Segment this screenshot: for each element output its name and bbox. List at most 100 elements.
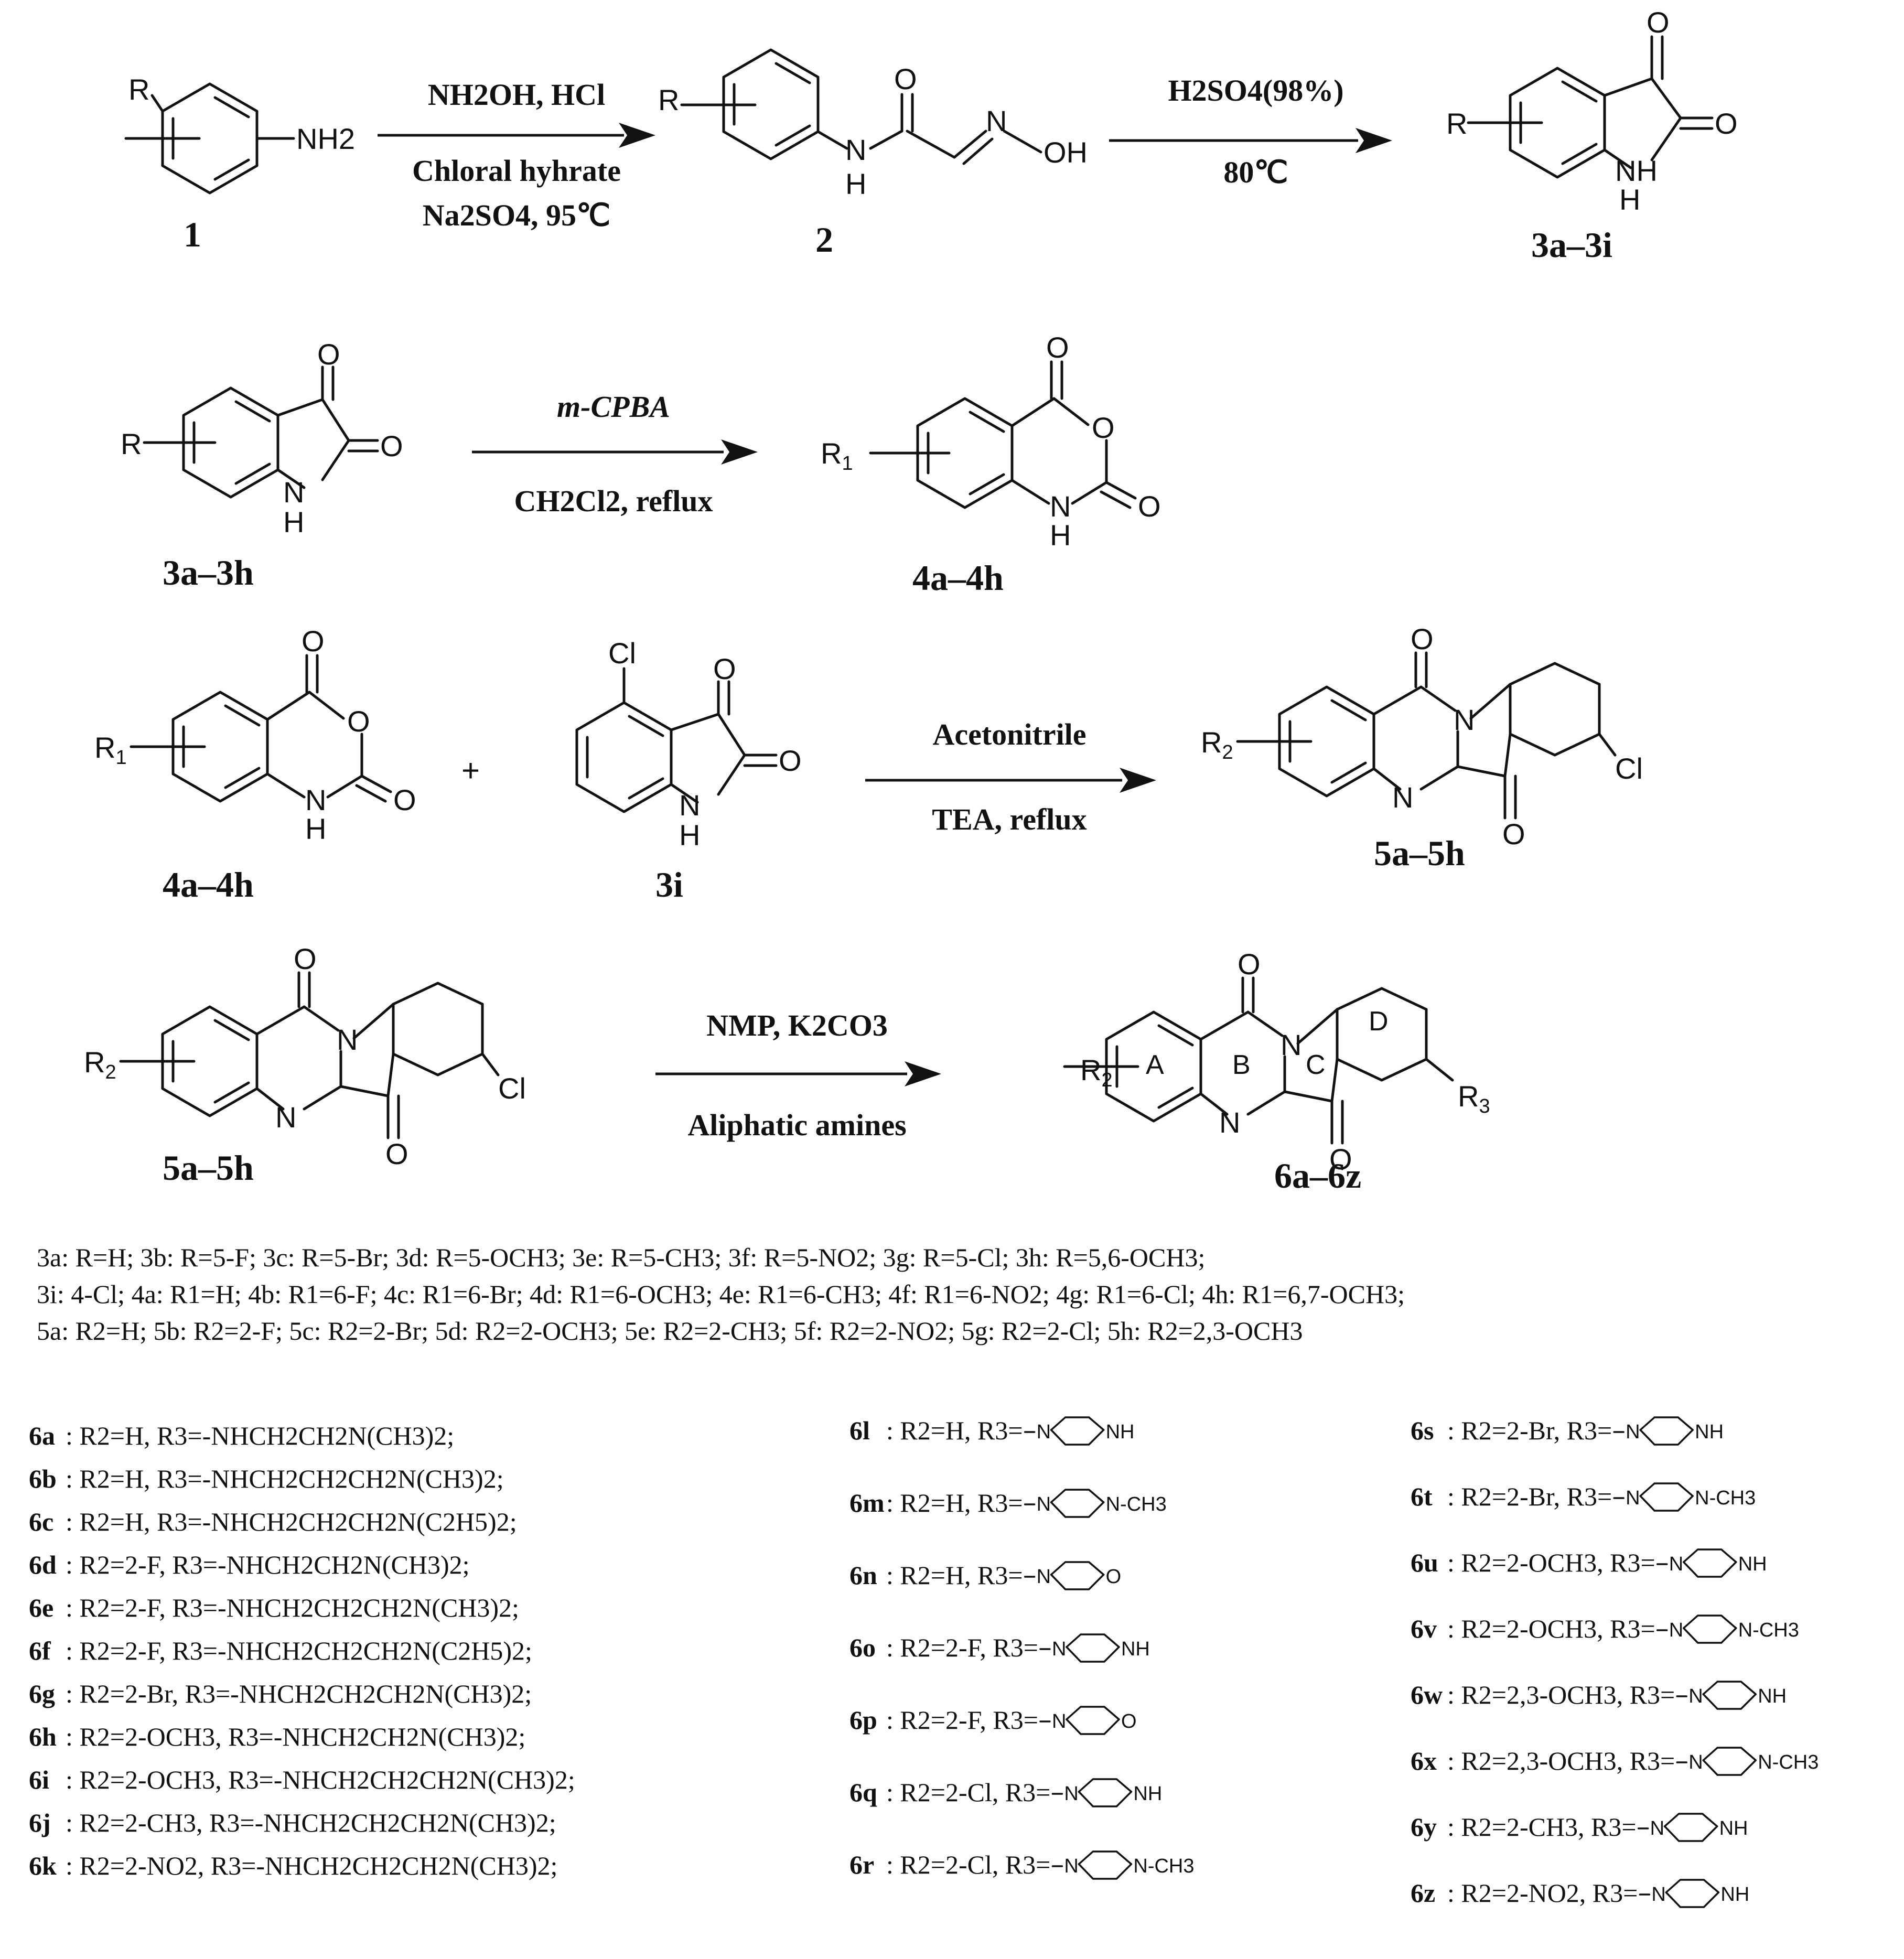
atom-o: O [1647, 6, 1670, 39]
condition-step5-top: NMP, K2CO3 [706, 1008, 888, 1042]
compound-id: 6a [29, 1421, 55, 1450]
atom-n: N [1050, 490, 1071, 523]
atom-r: R [1446, 107, 1467, 140]
compound-id: 6r [849, 1850, 874, 1879]
compound-id: 6t [1411, 1482, 1433, 1511]
compound-label-2: 2 [815, 220, 833, 260]
atom-o: O [1411, 622, 1434, 655]
piperazine-icon: N NH [1656, 1548, 1767, 1578]
amine-n: N [1688, 1751, 1703, 1773]
compound-row-6o: 6o : R2=2-F, R3= N NH [849, 1633, 1150, 1663]
compound-id: 6v [1411, 1614, 1437, 1643]
amine-n: N [1037, 1493, 1051, 1515]
condition-step4-bot: TEA, reflux [932, 802, 1087, 836]
compound-row-6d: 6d: R2=2-F, R3=-NHCH2CH2N(CH3)2; [29, 1550, 469, 1579]
compound-id: 6x [1411, 1746, 1437, 1775]
atom-h: H [283, 505, 304, 539]
amine-nh: NH [1121, 1638, 1150, 1660]
amine-n: N [1052, 1710, 1066, 1732]
compound-row-6j: 6j: R2=2-CH3, R3=-NHCH2CH2CH2N(CH3)2; [29, 1808, 556, 1837]
atom-n: N [1281, 1028, 1301, 1061]
compound-substituents: : R2=2-OCH3, R3=-NHCH2CH2CH2N(CH3)2; [66, 1765, 575, 1794]
atom-o: O [1092, 411, 1115, 444]
compound-id: 6o [849, 1633, 876, 1662]
amine-nh: NH [1719, 1817, 1748, 1839]
compound-4a-4h-structure: R1 O O O N H [821, 331, 1161, 552]
amine-n: N [1669, 1553, 1683, 1575]
amine-nch3: N-CH3 [1695, 1487, 1756, 1509]
atom-r1: R1 [821, 437, 853, 475]
amine-o: O [1106, 1566, 1122, 1588]
atom-n: N [679, 789, 700, 822]
atom-r3: R3 [1458, 1080, 1490, 1117]
legend-column-1: 6a: R2=H, R3=-NHCH2CH2N(CH3)2;6b: R2=H, … [29, 1421, 575, 1880]
atom-o: O [385, 1137, 408, 1170]
atom-n: N [1454, 703, 1475, 736]
atom-r: R [121, 427, 142, 460]
compound-id: 6z [1411, 1878, 1435, 1908]
amine-n: N [1037, 1421, 1051, 1443]
compound-id: 6c [29, 1507, 53, 1536]
compound-substituents: : R2=2-F, R3= [886, 1633, 1038, 1662]
atom-cl: Cl [498, 1072, 526, 1105]
atom-cl: Cl [608, 637, 636, 670]
atom-o: O [1502, 817, 1525, 851]
compound-label-6a-6z: 6a–6z [1274, 1156, 1361, 1196]
compound-label-4a-4h-b: 4a–4h [163, 865, 254, 905]
piperazine-icon: N NH [1039, 1633, 1150, 1663]
compound-label-3i: 3i [655, 865, 683, 905]
amine-n: N [1064, 1855, 1078, 1877]
amine-nch3: N-CH3 [1758, 1751, 1819, 1773]
atom-o: O [1046, 331, 1069, 364]
condition-step3-bot: CH2Cl2, reflux [514, 484, 713, 518]
atom-nh: NH [1615, 154, 1658, 187]
atom-h: H [1619, 183, 1640, 216]
arrow-head-3 [721, 439, 758, 465]
amine-nh: NH [1738, 1553, 1767, 1575]
legend-line: 3a: R=H; 3b: R=5-F; 3c: R=5-Br; 3d: R=5-… [37, 1243, 1205, 1272]
compound-5a-5h-structure: R2 O N N O Cl [1201, 622, 1643, 851]
compound-id: 6m [849, 1488, 885, 1517]
atom-oh: OH [1044, 136, 1088, 169]
compound-id: 6f [29, 1636, 51, 1665]
compound-5a-5h-b-structure: R2 O N N O Cl [84, 942, 526, 1170]
atom-o: O [302, 625, 325, 658]
compound-row-6g: 6g: R2=2-Br, R3=-NHCH2CH2CH2N(CH3)2; [29, 1679, 532, 1708]
amine-nh: NH [1133, 1783, 1162, 1805]
compound-substituents: : R2=2-OCH3, R3= [1447, 1614, 1655, 1643]
atom-o: O [1715, 107, 1738, 140]
amine-n: N [1626, 1487, 1640, 1509]
amine-n: N [1650, 1817, 1664, 1839]
atom-cl: Cl [1615, 752, 1643, 785]
condition-step4-top: Acetonitrile [932, 717, 1086, 751]
methylpiperazine-icon: N N-CH3 [1676, 1747, 1819, 1776]
compound-4a-4h-b-structure: R1 O O O N H [94, 625, 416, 845]
atom-o: O [1138, 490, 1161, 523]
condition-step5-bot: Aliphatic amines [687, 1108, 906, 1142]
compound-1-structure: R NH2 [124, 73, 355, 195]
legend-line: 5a: R2=H; 5b: R2=2-F; 5c: R2=2-Br; 5d: R… [37, 1316, 1303, 1346]
amine-n: N [1037, 1566, 1051, 1588]
compound-substituents: : R2=2-NO2, R3=-NHCH2CH2CH2N(CH3)2; [66, 1851, 557, 1880]
amine-nh: NH [1758, 1685, 1787, 1707]
amine-n: N [1052, 1638, 1066, 1660]
compound-label-5a-5h-b: 5a–5h [163, 1148, 254, 1188]
atom-n: N [275, 1101, 296, 1134]
compound-id: 6k [29, 1851, 57, 1880]
compound-id: 6i [29, 1765, 49, 1794]
amine-n: N [1064, 1783, 1078, 1805]
compound-id: 6b [29, 1464, 57, 1493]
